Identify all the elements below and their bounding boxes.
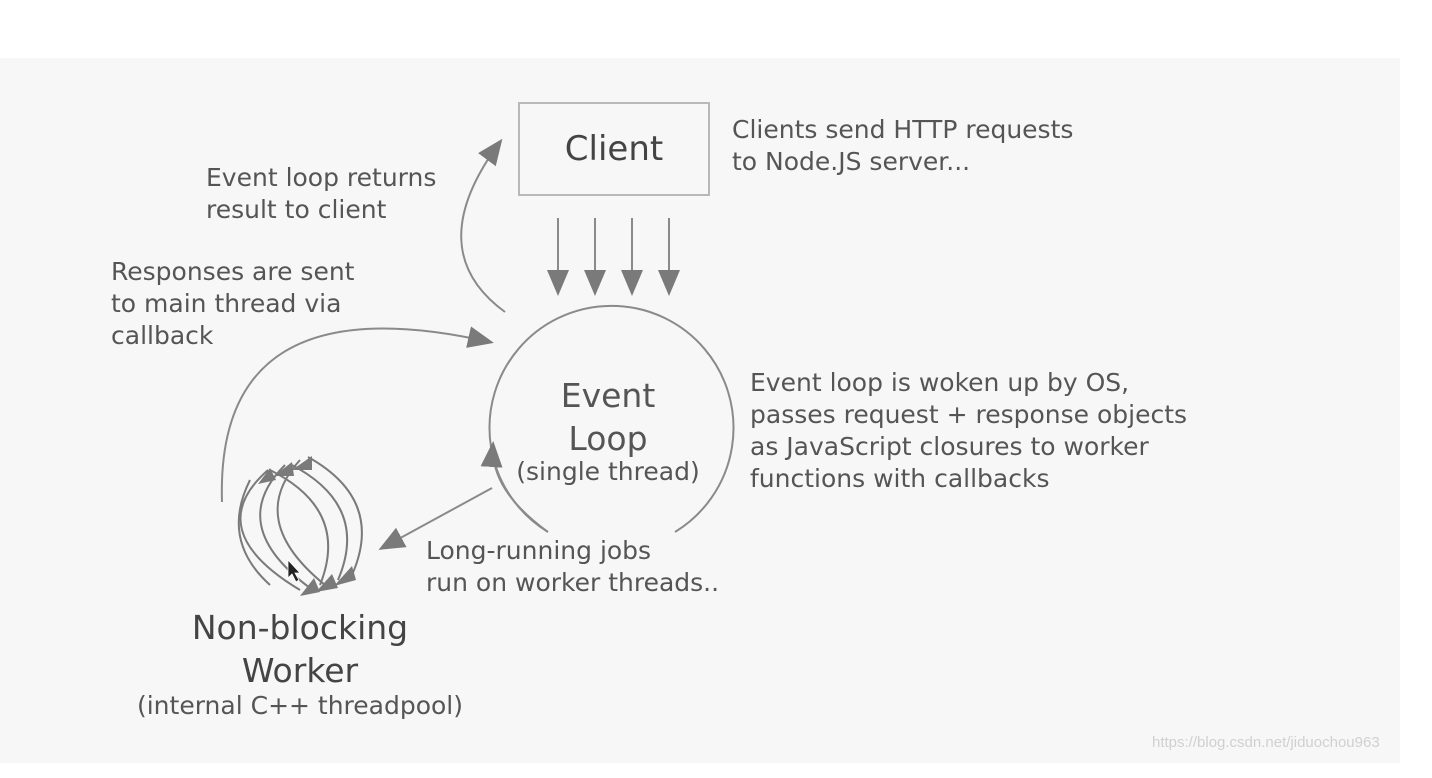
client-label: Client	[564, 129, 664, 169]
worker-threadpool-icon	[237, 456, 363, 591]
worker-subtitle: (internal C++ threadpool)	[136, 691, 464, 720]
returns-note: Event loop returns result to client	[206, 163, 437, 224]
dispatch-arrow	[378, 487, 493, 550]
worker-arrowheads	[258, 456, 356, 596]
callback-arrow	[220, 326, 494, 503]
loop-return-arrow	[480, 441, 549, 533]
clients-note: Clients send HTTP requests to Node.JS se…	[732, 115, 1074, 176]
woken-note: Event loop is woken up by OS, passes req…	[750, 368, 1188, 493]
watermark: https://blog.csdn.net/jiduochou963	[1152, 734, 1380, 751]
longrunning-note: Long-running jobs run on worker threads.…	[426, 536, 720, 597]
worker-title: Non-blocking Worker	[191, 608, 409, 690]
mouse-cursor-icon	[287, 558, 301, 583]
event-loop-title: Event Loop	[560, 376, 656, 458]
client-box: Client	[518, 102, 710, 196]
event-loop-subtitle: (single thread)	[516, 457, 700, 486]
responses-note: Responses are sent to main thread via ca…	[111, 257, 355, 350]
request-arrows	[547, 218, 680, 296]
return-to-client-arrow	[460, 138, 506, 313]
